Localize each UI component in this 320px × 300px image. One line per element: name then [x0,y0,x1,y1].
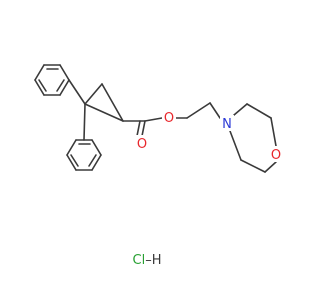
hydrochloride-salt-text: Cl–H [133,253,162,268]
chain-to-nitrogen-bond [209,102,221,119]
phenyl2-bond [91,154,102,171]
hydrogen-atom-label: –H [145,253,161,268]
morpholine-oxygen-label: O [271,148,281,163]
cyclopropane-bond [101,83,124,122]
morpholine-bond [240,159,266,173]
phenyl2-bond [66,139,77,156]
atom-label-layer: O O N O Cl–H [133,109,283,268]
morpholine-bond [270,117,277,147]
phenyl1-bond [34,64,45,81]
morpholine-oxygen-bg [269,146,283,162]
carbonyl-to-ester-oxygen-bond [144,117,163,122]
phenyl1-bond [59,79,70,96]
morpholine-nitrogen-label: N [222,117,232,132]
chain-bond [186,102,211,119]
phenyl1-to-cyclopropane-bond [68,79,86,105]
phenyl1-double-bond [38,79,47,92]
bond-layer [34,64,277,173]
phenyl2-bond [91,139,102,156]
cyclopropane-bond [84,103,124,122]
carbonyl-double-bond [136,120,141,137]
phenyl1-bond [34,79,45,96]
morpholine-bond [246,103,272,119]
phenyl2-double-bond [70,154,79,167]
ester-oxygen-label: O [164,111,174,126]
carbonyl-oxygen-bg [135,135,149,151]
morpholine-bond [233,103,248,116]
chlorine-atom-label: Cl [133,253,146,268]
phenyl2-to-cyclopropane-bond [83,103,86,141]
ester-oxygen-bg [162,109,176,125]
hydrochloride-salt-label: Cl–H [133,253,162,268]
phenyl1-double-bond [56,79,65,92]
cyclopropane-bond [84,83,103,105]
morpholine-bond [229,130,242,161]
structure-canvas: O O N O Cl–H [34,64,283,268]
carbonyl-oxygen-label: O [137,137,147,152]
morpholine-bond [264,161,277,173]
morpholine-nitrogen-bg [220,115,234,131]
phenyl1-bond [59,64,70,81]
carbonyl-double-bond [141,120,146,137]
phenyl2-double-bond [88,154,97,167]
phenyl2-bond [66,154,77,171]
